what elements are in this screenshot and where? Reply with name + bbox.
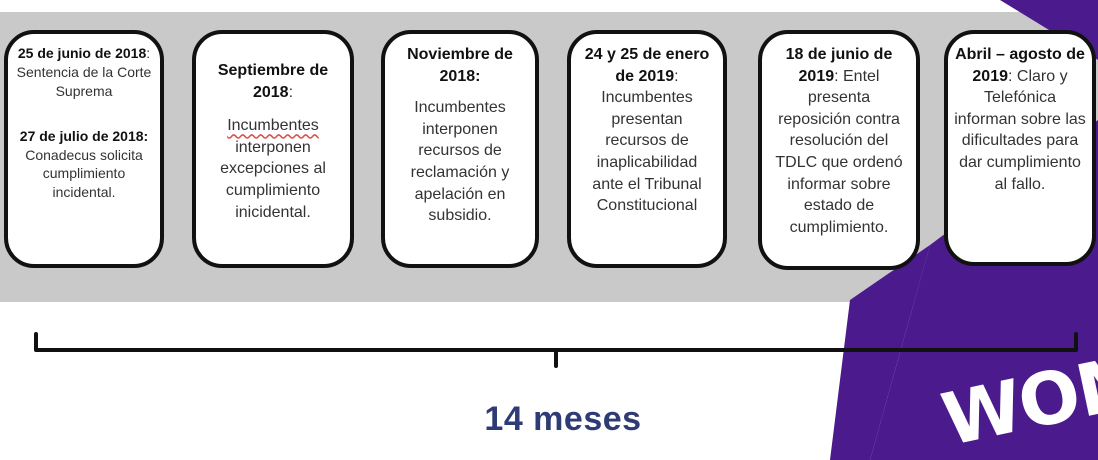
timeline-card-6: Abril – agosto de 2019: Claro y Telefóni… <box>944 30 1096 266</box>
event-6-date: Abril – agosto de 2019 <box>955 46 1085 85</box>
event-1-text: : Sentencia de la Corte Suprema <box>16 45 152 99</box>
event-4-date: 24 y 25 de enero de 2019 <box>584 46 710 85</box>
event-2-colon: : <box>288 83 294 101</box>
event-1b-date: 27 de julio de 2018: <box>19 127 149 144</box>
event-1b-text: Conadecus solicita cumplimiento incident… <box>25 146 143 201</box>
duration-label: 14 meses <box>484 400 642 438</box>
event-2-flagged-word: Incumbentes <box>227 117 319 135</box>
event-3-text: Incumbentes interponen recursos de recla… <box>410 99 510 225</box>
event-2-text: interponen excepciones al cumplimiento i… <box>220 138 326 221</box>
event-6-text: : Claro y Telefónica informan sobre las … <box>954 67 1086 193</box>
timeline-card-3: Noviembre de 2018: Incumbentes interpone… <box>381 30 539 268</box>
timeline-card-5: 18 de junio de 2019: Entel presenta repo… <box>758 30 920 270</box>
event-2-date: Septiembre de 2018 <box>217 62 329 101</box>
event-4-text: : Incumbentes presentan recursos de inap… <box>592 67 702 215</box>
event-1-date: 25 de junio de 2018 <box>17 45 147 61</box>
event-3-date: Noviembre de 2018: <box>407 46 513 85</box>
timeline-card-2: Septiembre de 2018: Incumbentes interpon… <box>192 30 354 268</box>
event-5-text: : Entel presenta reposición contra resol… <box>775 67 903 236</box>
timeline-card-1: 25 de junio de 2018: Sentencia de la Cor… <box>4 30 164 268</box>
event-5-date: 18 de junio de 2019 <box>785 46 893 85</box>
timeline-card-4: 24 y 25 de enero de 2019: Incumbentes pr… <box>567 30 727 268</box>
